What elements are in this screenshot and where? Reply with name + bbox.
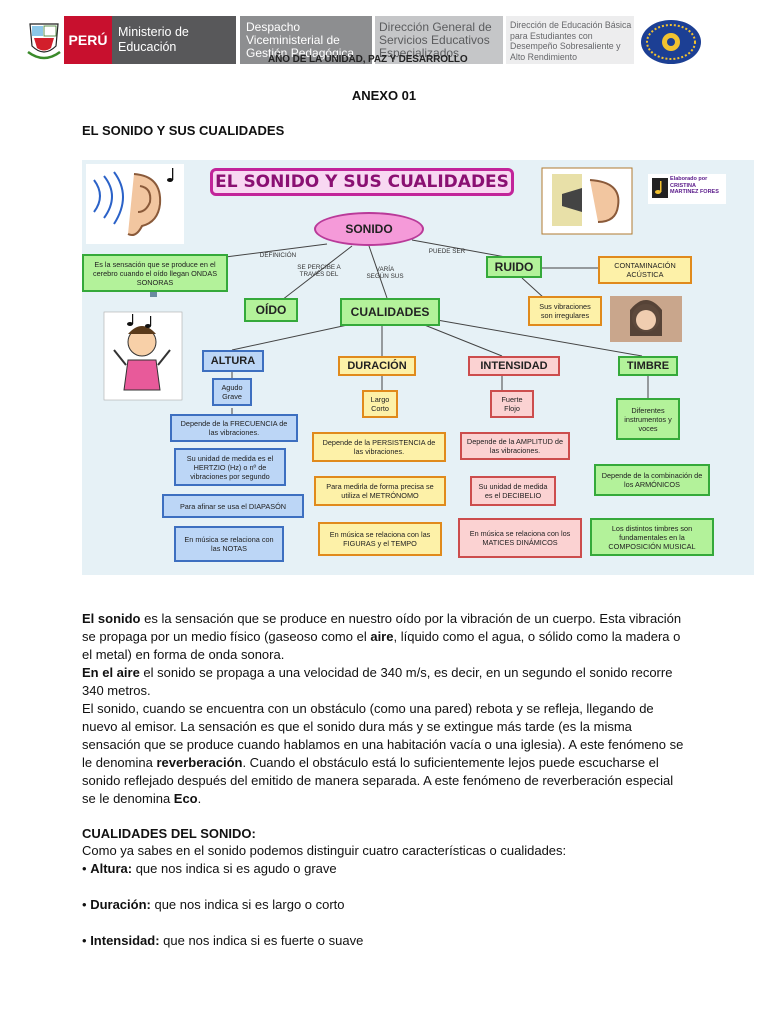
- p3-text-3: .: [197, 791, 202, 806]
- timbre-values: Diferentes instrumentos y voces: [616, 398, 680, 440]
- intensidad-box: INTENSIDAD: [468, 356, 560, 376]
- p3-text-1: El sonido, cuando se encuentra con un ob…: [82, 701, 684, 770]
- page-header: PERÚ Ministerio de Educación Despacho Vi…: [0, 14, 768, 70]
- p1-text-2: , líquido como el agua, o sólido como la…: [82, 629, 681, 662]
- oido-box: OÍDO: [244, 298, 298, 322]
- section-title: EL SONIDO Y SUS CUALIDADES: [82, 123, 285, 138]
- direccion-general-label: Dirección General de Servicios Educativo…: [375, 16, 503, 64]
- ministry-label: Ministerio de Educación: [112, 16, 236, 64]
- intensidad-depende: Depende de la AMPLITUD de las vibracione…: [460, 432, 570, 460]
- bold-en-el-aire: En el aire: [82, 665, 140, 680]
- altura-depende: Depende de la FRECUENCIA de las vibracio…: [170, 414, 298, 442]
- intensidad-unidad: Su unidad de medida es el DECIBELIO: [470, 476, 556, 506]
- map-title: EL SONIDO Y SUS CUALIDADES: [210, 168, 514, 196]
- duracion-musica: En música se relaciona con las FIGURAS y…: [318, 522, 442, 556]
- duracion-box: DURACIÓN: [338, 356, 416, 376]
- duracion-values: Largo Corto: [362, 390, 398, 418]
- bold-el-sonido: El sonido: [82, 611, 141, 626]
- root-node-sonido: SONIDO: [314, 212, 424, 246]
- bold-aire: aire: [370, 629, 394, 644]
- altura-afinar: Para afinar se usa el DIAPASÓN: [162, 494, 304, 518]
- paragraph-definition: El sonido es la sensación que se produce…: [82, 610, 688, 664]
- credit-line-1: Elaborado por: [670, 176, 708, 182]
- timbre-depende: Depende de la combinación de los ARMÓNIC…: [594, 464, 710, 496]
- qualities-intro: Como ya sabes en el sonido podemos disti…: [82, 843, 567, 858]
- bullet: •: [82, 861, 87, 876]
- label-puede-ser: PUEDE SER: [428, 248, 466, 255]
- institution-logo-icon: [641, 20, 701, 64]
- intensidad-musica: En música se relaciona con los MATICES D…: [458, 518, 582, 558]
- quality-label-duracion: Duración:: [90, 897, 151, 912]
- duracion-medir: Para medirla de forma precisa se utiliza…: [314, 476, 446, 506]
- bold-eco: Eco: [173, 791, 198, 806]
- national-seal-icon: [27, 23, 61, 60]
- p2-text-1: el sonido se propaga a una velocidad de …: [82, 665, 673, 698]
- label-percibe: SE PERCIBE A TRAVÉS DEL: [297, 264, 341, 278]
- quality-item-altura: • Altura: que nos indica si es agudo o g…: [82, 860, 688, 878]
- quality-desc-duracion: que nos indica si es largo o corto: [150, 897, 345, 912]
- definition-box: Es la sensación que se produce en el cer…: [82, 254, 228, 292]
- label-definicion: DEFINICIÓN: [259, 252, 297, 259]
- quality-label-intensidad: Intensidad:: [90, 933, 160, 948]
- quality-label-altura: Altura:: [90, 861, 133, 876]
- quality-item-intensidad: • Intensidad: que nos indica si es fuert…: [82, 932, 688, 950]
- p3-text-2: . Cuando el obstáculo está lo suficiente…: [82, 755, 674, 806]
- map-connectors: [86, 164, 682, 518]
- bullet: •: [82, 933, 87, 948]
- ruido-box: RUIDO: [486, 256, 542, 278]
- intensidad-values: Fuerte Flojo: [490, 390, 534, 418]
- timbre-box: TIMBRE: [618, 356, 678, 376]
- despacho-label: Despacho Viceministerial de Gestión Peda…: [240, 16, 372, 64]
- altura-unidad: Su unidad de medida es el HERTZIO (Hz) o…: [174, 448, 286, 486]
- altura-values: Agudo Grave: [212, 378, 252, 406]
- concept-map: EL SONIDO Y SUS CUALIDADES Elaborado por…: [82, 160, 754, 575]
- p1-text-1: es la sensación que se produce en nuestr…: [82, 611, 682, 644]
- altura-musica: En música se relaciona con las NOTAS: [174, 526, 284, 562]
- duracion-depende: Depende de la PERSISTENCIA de las vibrac…: [312, 432, 446, 462]
- timbre-musica: Los distintos timbres son fundamentales …: [590, 518, 714, 556]
- credit-line-2: CRISTINA MARTINEZ FORES: [670, 182, 719, 196]
- qualities-heading: CUALIDADES DEL SONIDO:: [82, 826, 256, 841]
- quality-desc-altura: que nos indica si es agudo o grave: [132, 861, 337, 876]
- quality-item-duracion: • Duración: que nos indica si es largo o…: [82, 896, 688, 914]
- quality-desc-intensidad: que nos indica si es fuerte o suave: [159, 933, 364, 948]
- year-motto: AÑO DE LA UNIDAD, PAZ Y DESARROLLO: [268, 54, 468, 65]
- annex-title: ANEXO 01: [351, 88, 417, 103]
- altura-box: ALTURA: [202, 350, 264, 372]
- peru-label: PERÚ: [64, 16, 112, 64]
- label-varia: VARÍA SEGÚN SUS: [366, 266, 404, 280]
- bullet: •: [82, 897, 87, 912]
- ruido-desc-box: Sus vibraciones son irregulares: [528, 296, 602, 326]
- music-note-icon: [652, 178, 668, 198]
- contaminacion-box: CONTAMINACIÓN ACÚSTICA: [598, 256, 692, 284]
- paragraph-reverberation: El sonido, cuando se encuentra con un ob…: [82, 700, 688, 808]
- cualidades-box: CUALIDADES: [340, 298, 440, 326]
- paragraph-speed: En el aire el sonido se propaga a una ve…: [82, 664, 688, 700]
- bold-reverberacion: reverberación: [156, 755, 243, 770]
- direccion-educacion-label: Dirección de Educación Básica para Estud…: [506, 16, 634, 64]
